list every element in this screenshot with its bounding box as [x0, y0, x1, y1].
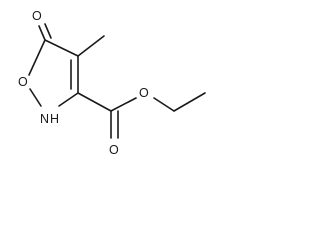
atom-ring-nitrogen: N: [40, 112, 49, 126]
bond-c5-c4: [44, 39, 79, 57]
bond-ester-c-o-single: [110, 97, 137, 112]
atom-carbonyl-oxygen: O: [32, 9, 42, 23]
atom-ester-carbonyl-oxygen: O: [109, 143, 119, 157]
chemical-structure-diagram: O O N H O O: [18, 9, 206, 157]
bond-c3-ester-carbon: [77, 92, 112, 112]
bond-c3-n2: [58, 92, 79, 107]
bond-ester-c-o-double: [110, 110, 119, 139]
bond-c4-methyl: [77, 35, 105, 57]
bond-ch2-ch3: [173, 92, 206, 112]
bond-o-ch2: [153, 97, 175, 112]
bond-o1-c5: [28, 39, 46, 76]
atom-ring-oxygen: O: [18, 75, 28, 89]
bond-n2-o1: [29, 88, 42, 107]
atom-ring-nh-hydrogen: H: [50, 112, 59, 126]
bond-c5-o-double: [38, 23, 52, 41]
bond-c4-c3-double: [70, 55, 79, 94]
atom-ester-oxygen: O: [139, 86, 149, 100]
